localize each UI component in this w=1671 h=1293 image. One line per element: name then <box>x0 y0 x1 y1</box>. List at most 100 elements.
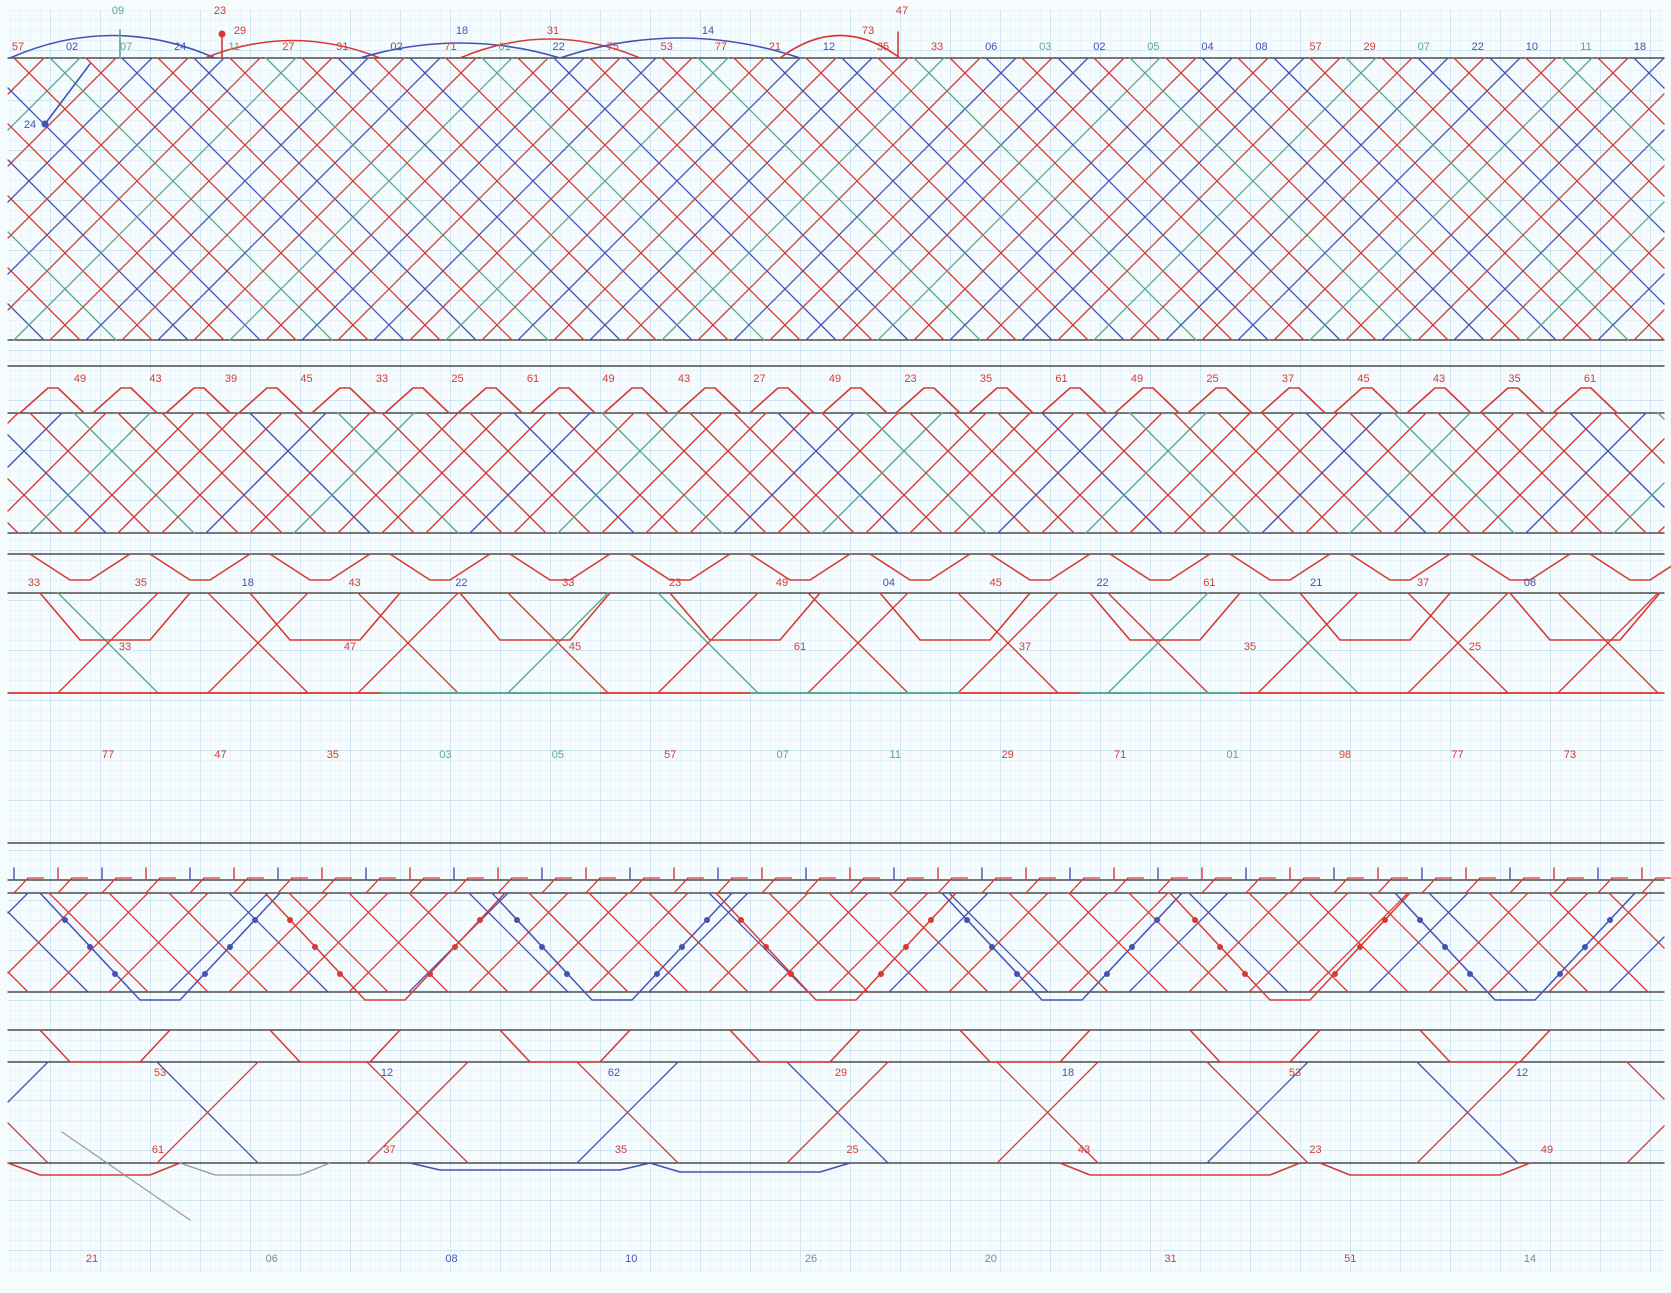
band4_labels-label: 45 <box>569 641 581 653</box>
train-path <box>1357 944 1363 950</box>
train-path <box>679 944 685 950</box>
top_labels-label: 53 <box>661 41 673 53</box>
train-path <box>1582 944 1588 950</box>
band4_labels-label: 37 <box>1019 641 1031 653</box>
band3_labels-label: 21 <box>1310 577 1322 589</box>
band5_labels-label: 03 <box>439 749 451 761</box>
bottom_labels-label: 51 <box>1344 1253 1356 1265</box>
top_labels-label: 22 <box>553 41 565 53</box>
lower_labels-label: 49 <box>1541 1144 1553 1156</box>
arc-label: 24 <box>24 119 36 131</box>
bottom_labels-label: 06 <box>266 1253 278 1265</box>
band3_labels-label: 43 <box>348 577 360 589</box>
bottom_labels-label: 10 <box>625 1253 637 1265</box>
top_labels-label: 57 <box>1309 41 1321 53</box>
band2_labels-label: 49 <box>829 373 841 385</box>
train-path <box>964 917 970 923</box>
band2_labels-label: 23 <box>904 373 916 385</box>
band2_labels-label: 35 <box>1508 373 1520 385</box>
train-path <box>287 917 293 923</box>
lower_mid_labels-label: 12 <box>1516 1067 1528 1079</box>
top_labels-label: 75 <box>607 41 619 53</box>
train-path <box>1467 971 1473 977</box>
lower_labels-label: 23 <box>1309 1144 1321 1156</box>
top_labels-label: 06 <box>985 41 997 53</box>
band3_labels-label: 35 <box>135 577 147 589</box>
band3_labels-label: 45 <box>990 577 1002 589</box>
band2_labels-label: 45 <box>300 373 312 385</box>
lower_labels-label: 25 <box>846 1144 858 1156</box>
top_labels-label: 33 <box>931 41 943 53</box>
arc-label: 18 <box>456 25 468 37</box>
band5_labels-label: 77 <box>102 749 114 761</box>
band3_labels-label: 22 <box>455 577 467 589</box>
band2_labels-label: 61 <box>1055 373 1067 385</box>
band5_labels-label: 05 <box>552 749 564 761</box>
train-path <box>514 917 520 923</box>
band4_labels-label: 47 <box>344 641 356 653</box>
lower_labels-label: 35 <box>615 1144 627 1156</box>
train-path <box>1607 917 1613 923</box>
band3_labels-label: 23 <box>669 577 681 589</box>
lower_labels-label: 43 <box>1078 1144 1090 1156</box>
train-path <box>1557 971 1563 977</box>
lower_mid_labels-label: 12 <box>381 1067 393 1079</box>
top_labels-label: 07 <box>1418 41 1430 53</box>
bottom_labels-label: 26 <box>805 1253 817 1265</box>
lower_mid_labels-label: 29 <box>835 1067 847 1079</box>
top_labels-label: 02 <box>1093 41 1105 53</box>
train-path <box>1192 917 1198 923</box>
lower_mid_labels-label: 53 <box>154 1067 166 1079</box>
top_labels-label: 05 <box>1147 41 1159 53</box>
train-path <box>227 944 233 950</box>
top_labels-label: 71 <box>444 41 456 53</box>
train-path <box>564 971 570 977</box>
band3_labels-label: 08 <box>1524 577 1536 589</box>
band3_labels-label: 33 <box>562 577 574 589</box>
top_labels-label: 11 <box>1580 41 1591 53</box>
top_labels-label: 77 <box>715 41 727 53</box>
train-path <box>112 971 118 977</box>
train-path <box>1217 944 1223 950</box>
train-path <box>202 971 208 977</box>
band4_labels-label: 35 <box>1244 641 1256 653</box>
top_labels-label: 35 <box>877 41 889 53</box>
train-path <box>1442 944 1448 950</box>
band2_labels-label: 43 <box>678 373 690 385</box>
band4_labels-label: 61 <box>794 641 806 653</box>
band5_labels-label: 57 <box>664 749 676 761</box>
top_labels-label: 57 <box>12 41 24 53</box>
band2_labels-label: 49 <box>1131 373 1143 385</box>
train-path <box>1014 971 1020 977</box>
arc-label: 73 <box>862 25 874 37</box>
train-path <box>219 31 226 38</box>
top_labels-label: 18 <box>1634 41 1646 53</box>
band5_labels-label: 77 <box>1451 749 1463 761</box>
top_labels-label: 10 <box>1526 41 1538 53</box>
train-path <box>928 917 934 923</box>
train-path <box>1129 944 1135 950</box>
train-path <box>903 944 909 950</box>
top_labels-label: 22 <box>1472 41 1484 53</box>
band2_labels-label: 45 <box>1357 373 1369 385</box>
top_labels-label: 07 <box>120 41 132 53</box>
band2_labels-label: 49 <box>74 373 86 385</box>
band2_labels-label: 25 <box>1206 373 1218 385</box>
train-path <box>763 944 769 950</box>
top_labels-label: 29 <box>1364 41 1376 53</box>
top_labels-label: 12 <box>823 41 835 53</box>
bottom_labels-label: 14 <box>1524 1253 1536 1265</box>
train-path <box>878 971 884 977</box>
band5_labels-label: 98 <box>1339 749 1351 761</box>
band2_labels-label: 27 <box>753 373 765 385</box>
band2_labels-label: 61 <box>1584 373 1596 385</box>
band3_labels-label: 61 <box>1203 577 1215 589</box>
band5_labels-label: 35 <box>327 749 339 761</box>
train-path <box>337 971 343 977</box>
top_labels-label: 27 <box>282 41 294 53</box>
train-path <box>477 917 483 923</box>
band4_labels-label: 25 <box>1469 641 1481 653</box>
train-path <box>1242 971 1248 977</box>
band3_labels-label: 49 <box>776 577 788 589</box>
